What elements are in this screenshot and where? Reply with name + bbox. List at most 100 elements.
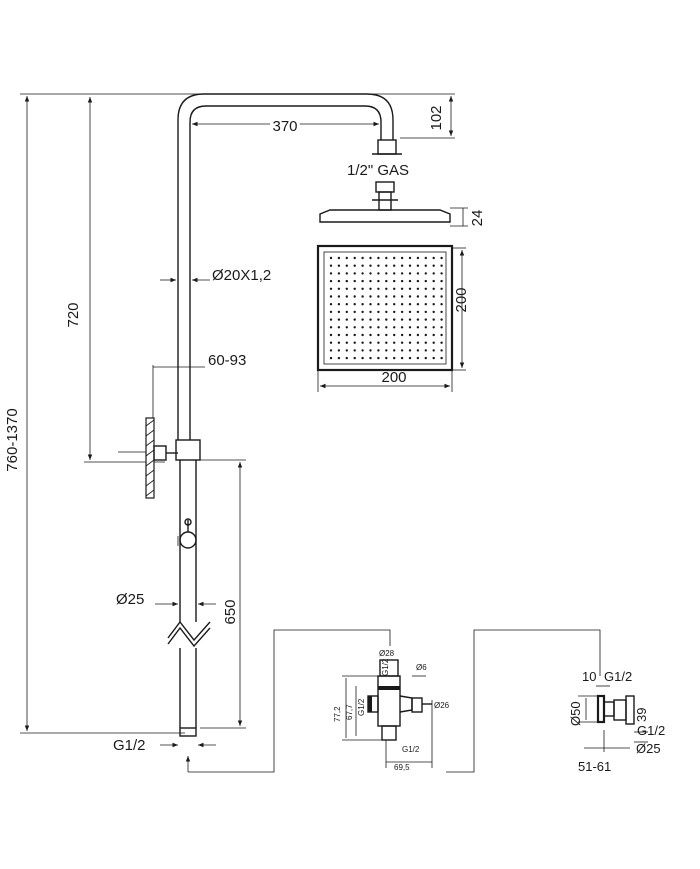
nozzle-dot: [393, 279, 396, 283]
nozzle-dot: [385, 279, 388, 283]
nozzle-dot: [424, 264, 427, 267]
nozzle-dot: [361, 318, 364, 321]
lower-tube-length-label: 650: [222, 599, 239, 624]
nozzle-dot: [337, 349, 341, 352]
nozzle-dot: [377, 356, 380, 360]
connector-g12-top: G1/2: [604, 669, 632, 684]
nozzle-dot: [353, 272, 356, 275]
arm-reach-label: 370: [272, 118, 297, 135]
nozzle-dot: [432, 256, 435, 260]
nozzle-dot: [369, 356, 372, 360]
nozzle-dot: [424, 356, 427, 360]
nozzle-dot: [345, 303, 348, 306]
nozzle-dot: [416, 279, 420, 283]
nozzle-dot: [353, 356, 356, 360]
nozzle-dot: [416, 356, 420, 360]
nozzle-dot: [432, 326, 435, 329]
nozzle-dot: [385, 264, 388, 267]
nozzle-dot: [424, 287, 427, 290]
lower-tube-length-dimension: 650: [200, 459, 246, 729]
nozzle-dot: [369, 295, 372, 298]
nozzle-dot: [377, 287, 380, 290]
nozzle-dot: [393, 256, 396, 260]
nozzle-dot: [337, 356, 341, 360]
nozzle-dot: [416, 318, 420, 321]
nozzle-dot: [353, 318, 356, 321]
rail-height-label: 720: [65, 302, 82, 327]
pipe-diameter-dimension: Ø20X1,2: [160, 267, 271, 284]
rail-height-dimension: 720: [65, 97, 165, 463]
connector-detail: 10 G1/2 Ø50 39 G1/2 Ø25 51-61: [568, 669, 665, 774]
nozzle-dot: [385, 295, 388, 298]
nozzle-dot: [416, 303, 420, 306]
nozzle-dot: [337, 326, 341, 329]
nozzle-dot: [329, 295, 333, 298]
nozzle-dot: [416, 333, 420, 337]
nozzle-dot: [369, 256, 372, 260]
nozzle-dot: [377, 318, 380, 321]
nozzle-dot: [408, 295, 412, 298]
mixer-w695: 69,5: [394, 763, 410, 772]
mixer-d6: Ø6: [416, 663, 427, 672]
pipe-diameter-label: Ø20X1,2: [212, 267, 271, 284]
nozzle-dot: [385, 356, 388, 360]
nozzle-dot: [385, 318, 388, 321]
nozzle-dot: [400, 287, 404, 290]
nozzle-dot: [440, 303, 443, 306]
nozzle-dot: [377, 310, 380, 314]
nozzle-dot: [408, 287, 412, 290]
nozzle-dot: [345, 326, 348, 329]
nozzle-dot: [337, 295, 341, 298]
nozzle-dot: [393, 341, 396, 344]
nozzle-dot: [353, 326, 356, 329]
nozzle-dot: [416, 310, 420, 314]
nozzle-dot: [369, 333, 372, 337]
nozzle-dot: [393, 310, 396, 314]
nozzle-dot: [432, 341, 435, 344]
nozzle-dot: [361, 349, 364, 352]
nozzle-dot: [440, 264, 443, 267]
nozzle-dot: [361, 256, 364, 260]
nozzle-dot: [416, 264, 420, 267]
nozzle-dot: [408, 264, 412, 267]
nozzle-dot: [329, 256, 333, 260]
nozzle-dot: [337, 287, 341, 290]
nozzle-dot: [345, 287, 348, 290]
nozzle-dot: [408, 272, 412, 275]
nozzle-dot: [400, 272, 404, 275]
nozzle-dot: [337, 279, 341, 283]
nozzle-dot: [408, 310, 412, 314]
nozzle-dot: [393, 264, 396, 267]
nozzle-dot: [416, 295, 420, 298]
total-height-label: 760-1370: [4, 408, 21, 471]
nozzle-dot: [440, 287, 443, 290]
nozzle-dot: [345, 333, 348, 337]
nozzle-dot: [361, 303, 364, 306]
connector-l10: 10: [582, 669, 596, 684]
nozzle-dot: [400, 356, 404, 360]
nozzle-dot: [400, 318, 404, 321]
nozzle-dot: [345, 279, 348, 283]
nozzle-dot: [337, 341, 341, 344]
nozzle-dot: [329, 279, 333, 283]
mixer-g12-top: G1/2: [381, 658, 390, 676]
nozzle-dot: [408, 356, 412, 360]
nozzle-dot: [353, 303, 356, 306]
nozzle-dot: [432, 287, 435, 290]
nozzle-dot: [385, 256, 388, 260]
nozzle-dot: [345, 256, 348, 260]
nozzle-dot: [393, 318, 396, 321]
nozzle-dot: [361, 279, 364, 283]
nozzle-dot: [424, 349, 427, 352]
mixer-h772: 77,2: [333, 706, 342, 722]
nozzle-dot: [424, 256, 427, 260]
nozzle-dot: [345, 341, 348, 344]
nozzle-dot: [361, 341, 364, 344]
nozzle-dot: [329, 326, 333, 329]
nozzle-dot: [377, 341, 380, 344]
nozzle-dot: [416, 272, 420, 275]
arm-drop-dimension: 102: [400, 96, 455, 139]
nozzle-dot: [353, 279, 356, 283]
nozzle-dot: [432, 356, 435, 360]
